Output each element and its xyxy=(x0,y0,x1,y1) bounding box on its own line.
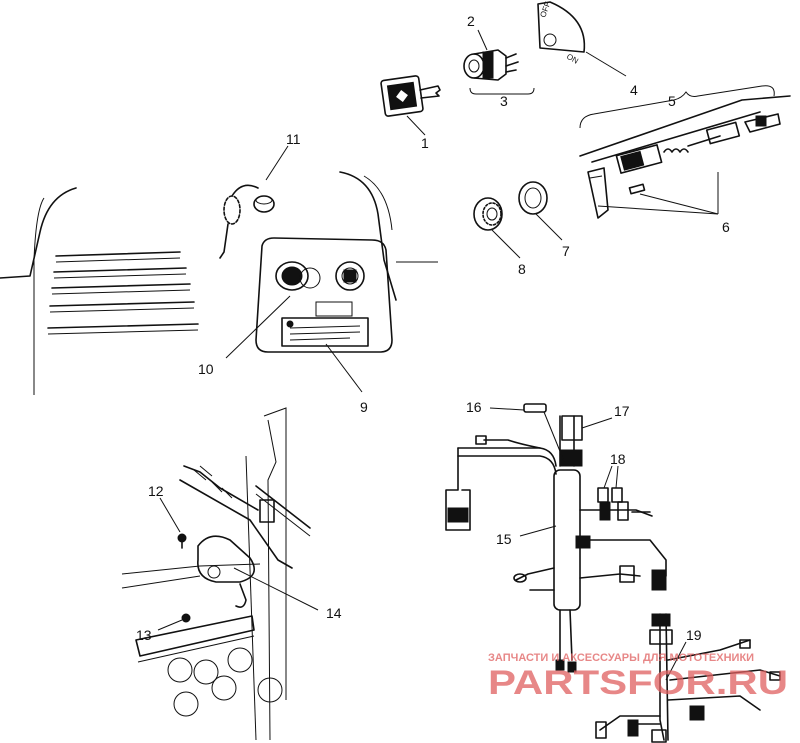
screw xyxy=(177,533,187,549)
callout-16: 16 xyxy=(466,399,482,415)
watermark-brand: PARTSFOR.RU xyxy=(488,664,788,702)
hood-console xyxy=(0,171,438,395)
decal-on-label: ON xyxy=(565,52,580,66)
cable-assembly xyxy=(579,95,791,219)
ignition-key xyxy=(380,75,441,117)
callout-3: 3 xyxy=(500,93,508,109)
wire-terminal xyxy=(523,403,547,413)
callout-11: 11 xyxy=(286,131,301,147)
callout-18: 18 xyxy=(610,451,626,467)
callout-1: 1 xyxy=(421,135,429,151)
callout-labels: 1 2 3 4 5 6 7 8 9 10 11 12 13 14 15 16 1… xyxy=(136,13,730,643)
callout-7: 7 xyxy=(562,243,570,259)
callout-17: 17 xyxy=(614,403,630,419)
callout-8: 8 xyxy=(518,261,526,277)
nut-small xyxy=(181,613,191,623)
callout-12: 12 xyxy=(148,483,164,499)
watermark-tagline: ЗАПЧАСТИ И АКСЕССУАРЫ ДЛЯ МОТОТЕХНИКИ xyxy=(488,652,754,664)
callout-13: 13 xyxy=(136,627,152,643)
wiring-harness xyxy=(445,415,667,673)
fuse-holders xyxy=(597,487,623,503)
steering-mount xyxy=(121,407,311,741)
ignition-switch xyxy=(463,49,519,81)
callout-9: 9 xyxy=(360,399,368,415)
callout-15: 15 xyxy=(496,531,512,547)
washer xyxy=(518,181,548,215)
callout-4: 4 xyxy=(630,82,638,98)
callout-5: 5 xyxy=(668,93,676,109)
nut xyxy=(473,197,503,231)
lower-harness xyxy=(595,613,781,743)
callout-2: 2 xyxy=(467,13,475,29)
callout-10: 10 xyxy=(198,361,214,377)
callout-19: 19 xyxy=(686,627,702,643)
watermark: ЗАПЧАСТИ И АКСЕССУАРЫ ДЛЯ МОТОТЕХНИКИ PA… xyxy=(488,652,788,702)
callout-14: 14 xyxy=(326,605,342,621)
tether-cord xyxy=(219,184,275,259)
callout-6: 6 xyxy=(722,219,730,235)
switch-decal: OFF ON xyxy=(537,0,586,66)
